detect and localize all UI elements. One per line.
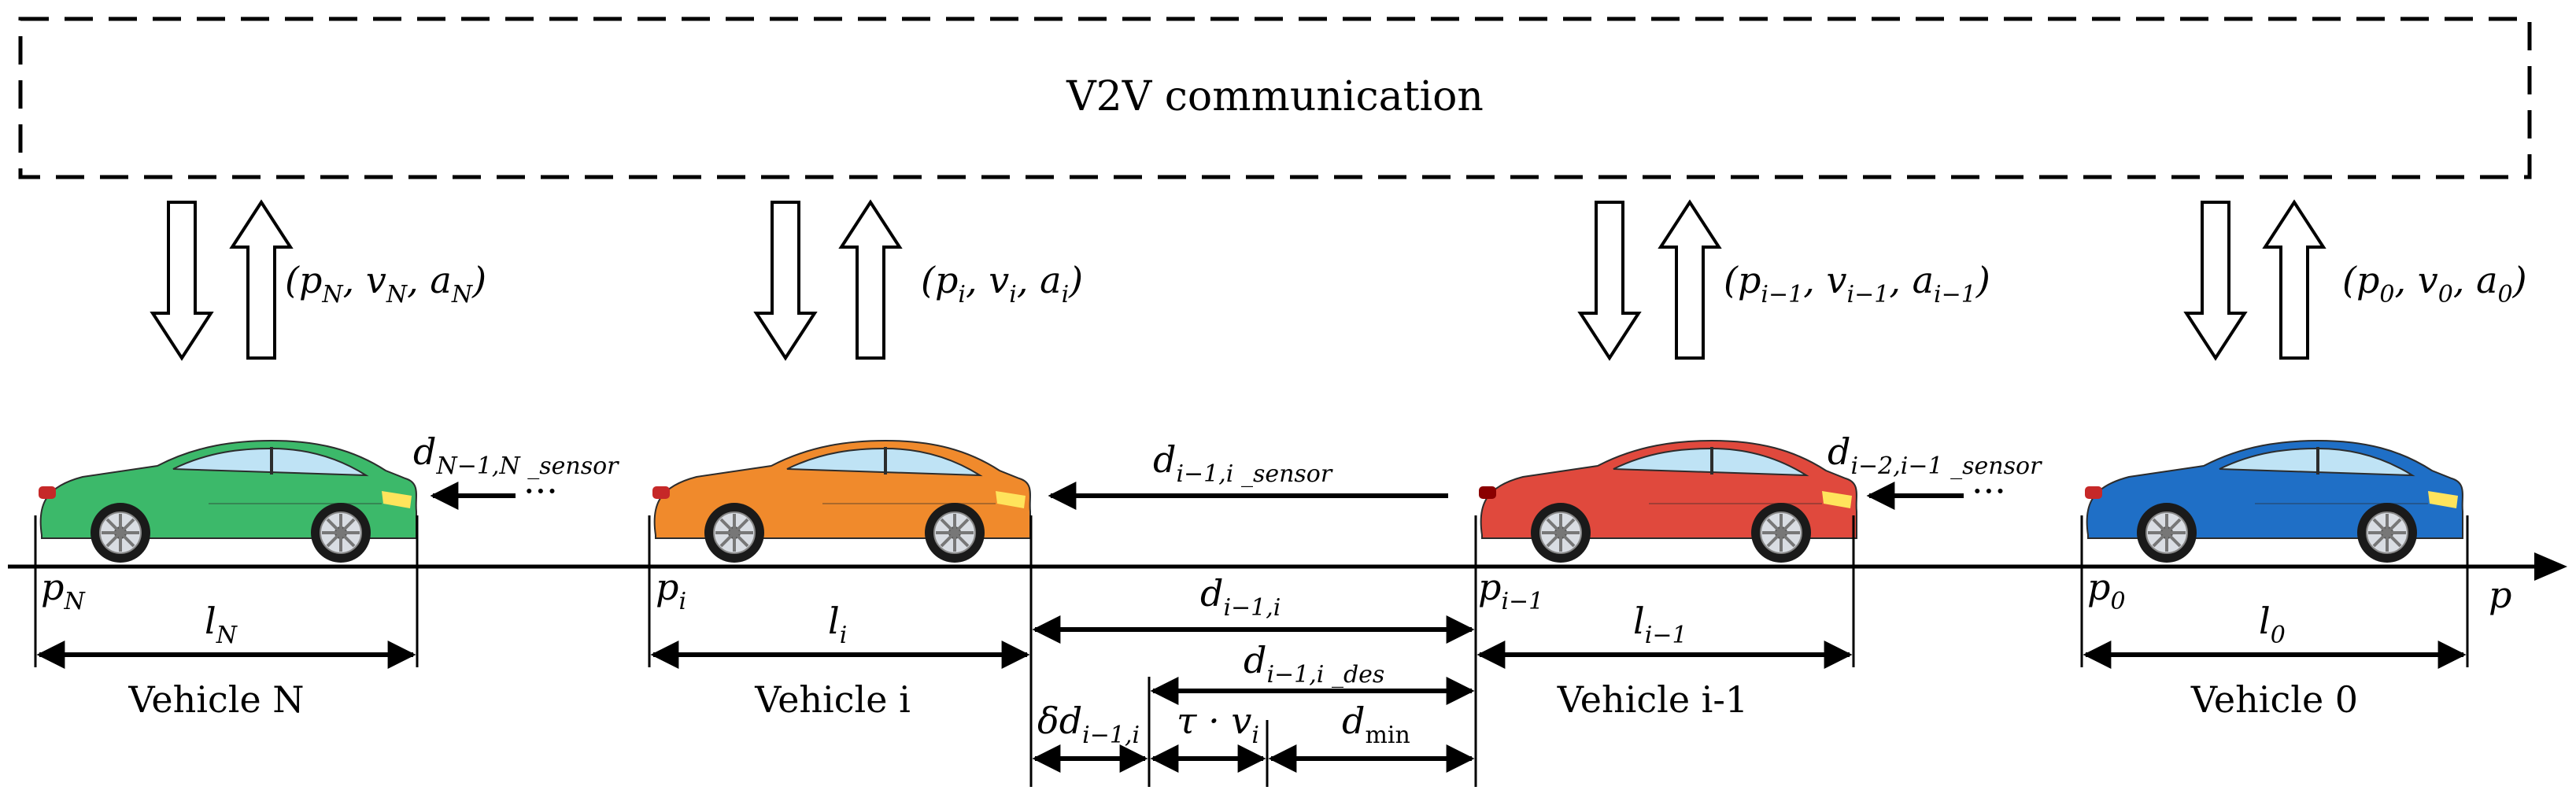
state-tuple-vehicle-i: (pi, vi, ai) <box>921 259 1083 308</box>
time-headway-label: τ · vi <box>1177 700 1259 749</box>
broadcast-arrow-vehicle-n <box>229 199 294 360</box>
vehicle-name-i-1: Vehicle i-1 <box>1557 678 1748 721</box>
v2v-label: V2V communication <box>1066 73 1484 120</box>
spacing-error-label: δdi−1,i <box>1037 700 1140 749</box>
desired-spacing-label: di−1,i _des <box>1244 639 1384 689</box>
min-spacing-label: dmin <box>1342 700 1410 749</box>
vehicle-name-n: Vehicle N <box>128 678 304 721</box>
car-vehicle-i <box>652 439 1031 564</box>
broadcast-arrow-vehicle-i <box>838 199 903 360</box>
car-vehicle-0 <box>2085 439 2463 564</box>
position-label-vehicle-0: p0 <box>2087 566 2126 615</box>
broadcast-arrow-vehicle-i-1 <box>1658 199 1722 360</box>
sensor-dots-vehicle-n: ··· <box>523 470 558 512</box>
position-label-vehicle-i: pi <box>656 566 686 615</box>
sensor-label-vehicle-n: dN−1,N _sensor <box>413 430 619 480</box>
position-label-vehicle-n: pN <box>41 566 86 615</box>
broadcast-arrow-vehicle-0 <box>2262 199 2327 360</box>
length-label-vehicle-0: l0 <box>2259 600 2286 649</box>
sensor-label-vehicle-i-1: di−2,i−1 _sensor <box>1828 430 2042 480</box>
receive-arrow-vehicle-i-1 <box>1577 201 1642 361</box>
length-label-vehicle-n: lN <box>205 600 238 649</box>
receive-arrow-vehicle-i <box>753 201 818 361</box>
vehicle-name-0: Vehicle 0 <box>2190 678 2358 721</box>
length-label-vehicle-i: li <box>828 600 847 649</box>
state-tuple-vehicle-i-1: (pi−1, vi−1, ai−1) <box>1724 259 1990 308</box>
position-axis-arrowhead <box>2534 552 2567 581</box>
sensor-label-vehicle-i: di−1,i _sensor <box>1153 438 1333 488</box>
receive-arrow-vehicle-0 <box>2183 201 2248 361</box>
position-label-vehicle-i-1: pi−1 <box>1478 566 1543 615</box>
length-label-vehicle-i-1: li−1 <box>1633 600 1687 649</box>
car-vehicle-n <box>39 439 417 564</box>
axis-label: p <box>2489 574 2511 616</box>
state-tuple-vehicle-0: (p0, v0, a0) <box>2342 259 2527 308</box>
spacing-label: di−1,i <box>1200 572 1281 622</box>
car-vehicle-i-1 <box>1479 439 1857 564</box>
v2v-box <box>18 17 2532 179</box>
vehicle-name-i: Vehicle i <box>754 678 911 721</box>
sensor-dots-vehicle-i-1: ··· <box>1972 470 2006 512</box>
receive-arrow-vehicle-n <box>150 201 214 361</box>
state-tuple-vehicle-n: (pN, vN, aN) <box>285 259 486 308</box>
